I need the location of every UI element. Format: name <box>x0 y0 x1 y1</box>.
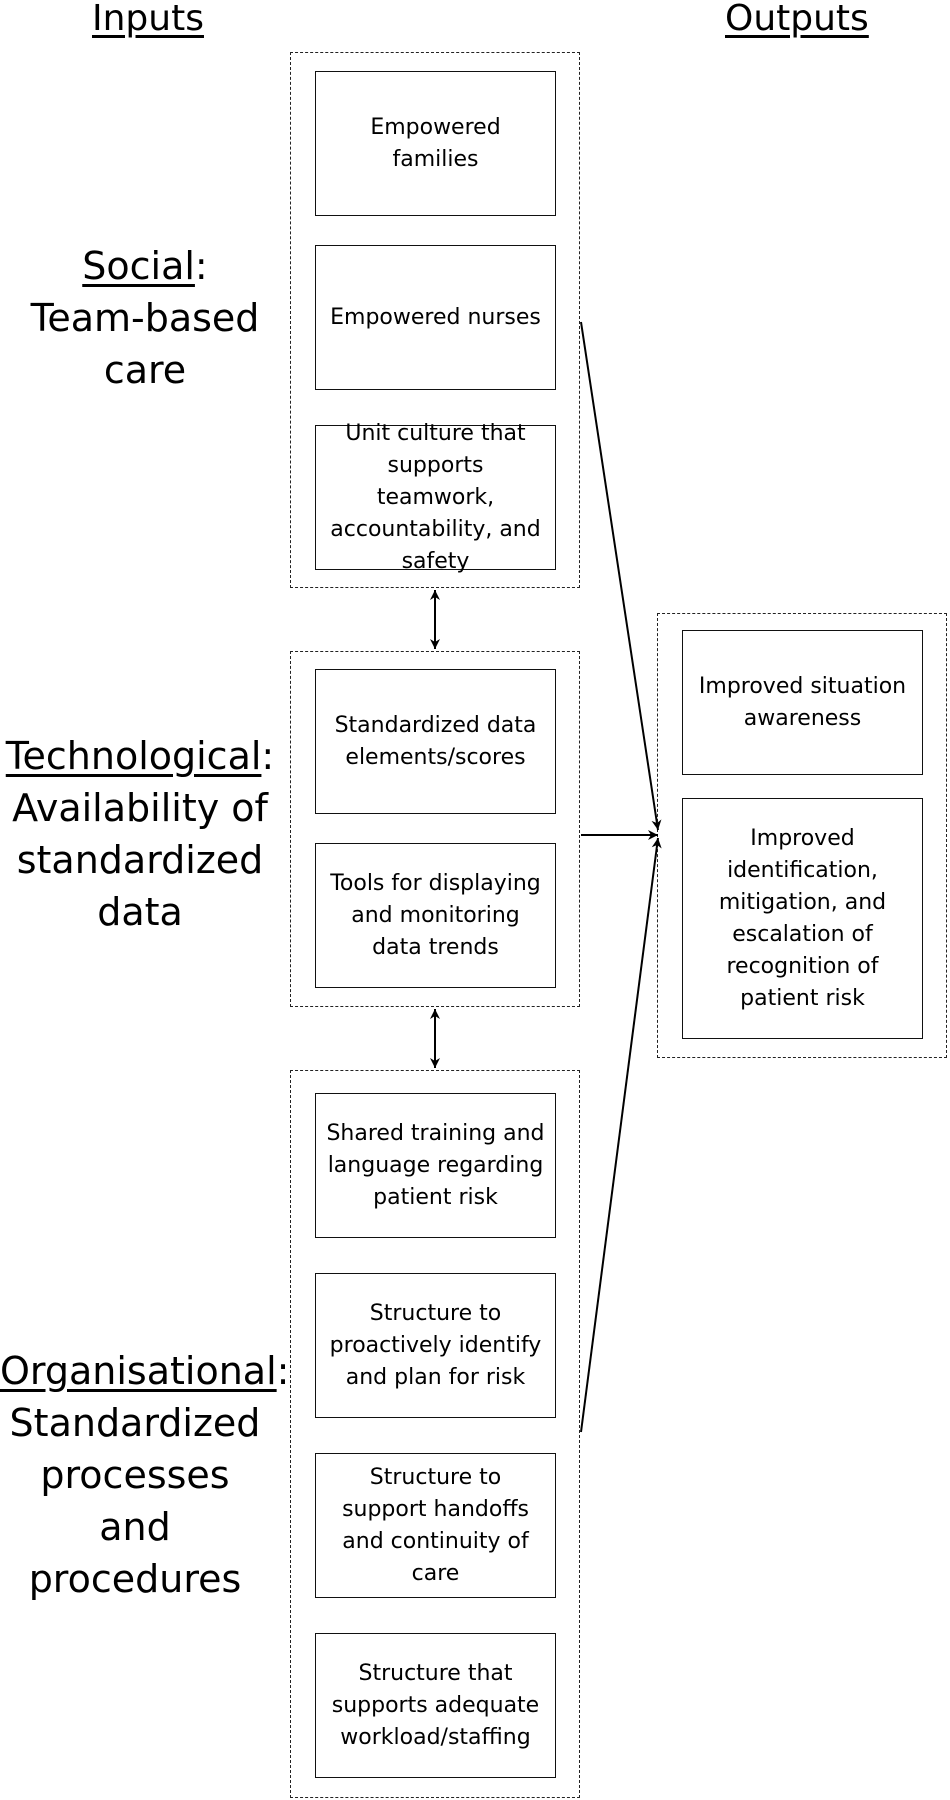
box-structure-identify-risk: Structure to proactively identify and pl… <box>315 1273 556 1418</box>
inputs-header: Inputs <box>92 0 204 39</box>
category-social-colon: : <box>194 244 208 288</box>
category-technological: Technological: Availability of standardi… <box>0 730 280 938</box>
category-technological-line-3: data <box>97 890 183 934</box>
category-organisational-key: Organisational <box>0 1349 277 1393</box>
category-social-key: Social <box>82 244 195 288</box>
organisational-group <box>290 1070 580 1798</box>
category-organisational-line-3: procedures <box>28 1557 242 1601</box>
box-empowered-nurses: Empowered nurses <box>315 245 556 390</box>
technological-group <box>290 651 580 1007</box>
arrow-organisational-to-outputs <box>580 837 662 1433</box>
category-social-line-1: Team-based <box>30 296 260 340</box>
box-improved-identification: Improved identification, mitigation, and… <box>682 798 923 1039</box>
category-organisational-colon: : <box>276 1349 290 1393</box>
box-standardized-data-elements: Standardized data elements/scores <box>315 669 556 814</box>
category-organisational: Organisational: Standardized processes a… <box>0 1345 289 1605</box>
category-organisational-line-1: Standardized <box>9 1401 261 1445</box>
box-structure-workload: Structure that supports adequate workloa… <box>315 1633 556 1778</box>
category-technological-line-2: standardized <box>16 838 264 882</box>
category-technological-line-1: Availability of <box>12 786 268 830</box>
category-technological-colon: : <box>261 734 275 778</box>
box-empowered-families: Empowered families <box>315 71 556 216</box>
box-improved-situation-awareness: Improved situation awareness <box>682 630 923 775</box>
box-structure-handoffs: Structure to support handoffs and contin… <box>315 1453 556 1598</box>
box-tools-displaying-data: Tools for displaying and monitoring data… <box>315 843 556 988</box>
category-social-line-2: care <box>103 348 187 392</box>
category-technological-key: Technological <box>5 734 262 778</box>
box-shared-training: Shared training and language regarding p… <box>315 1093 556 1238</box>
category-social: Social: Team-based care <box>10 240 280 396</box>
outputs-header: Outputs <box>725 0 869 39</box>
category-organisational-line-2: processes and <box>40 1453 230 1549</box>
arrow-social-to-outputs <box>580 321 662 831</box>
social-group <box>290 52 580 588</box>
box-unit-culture: Unit culture that supports teamwork, acc… <box>315 421 556 574</box>
